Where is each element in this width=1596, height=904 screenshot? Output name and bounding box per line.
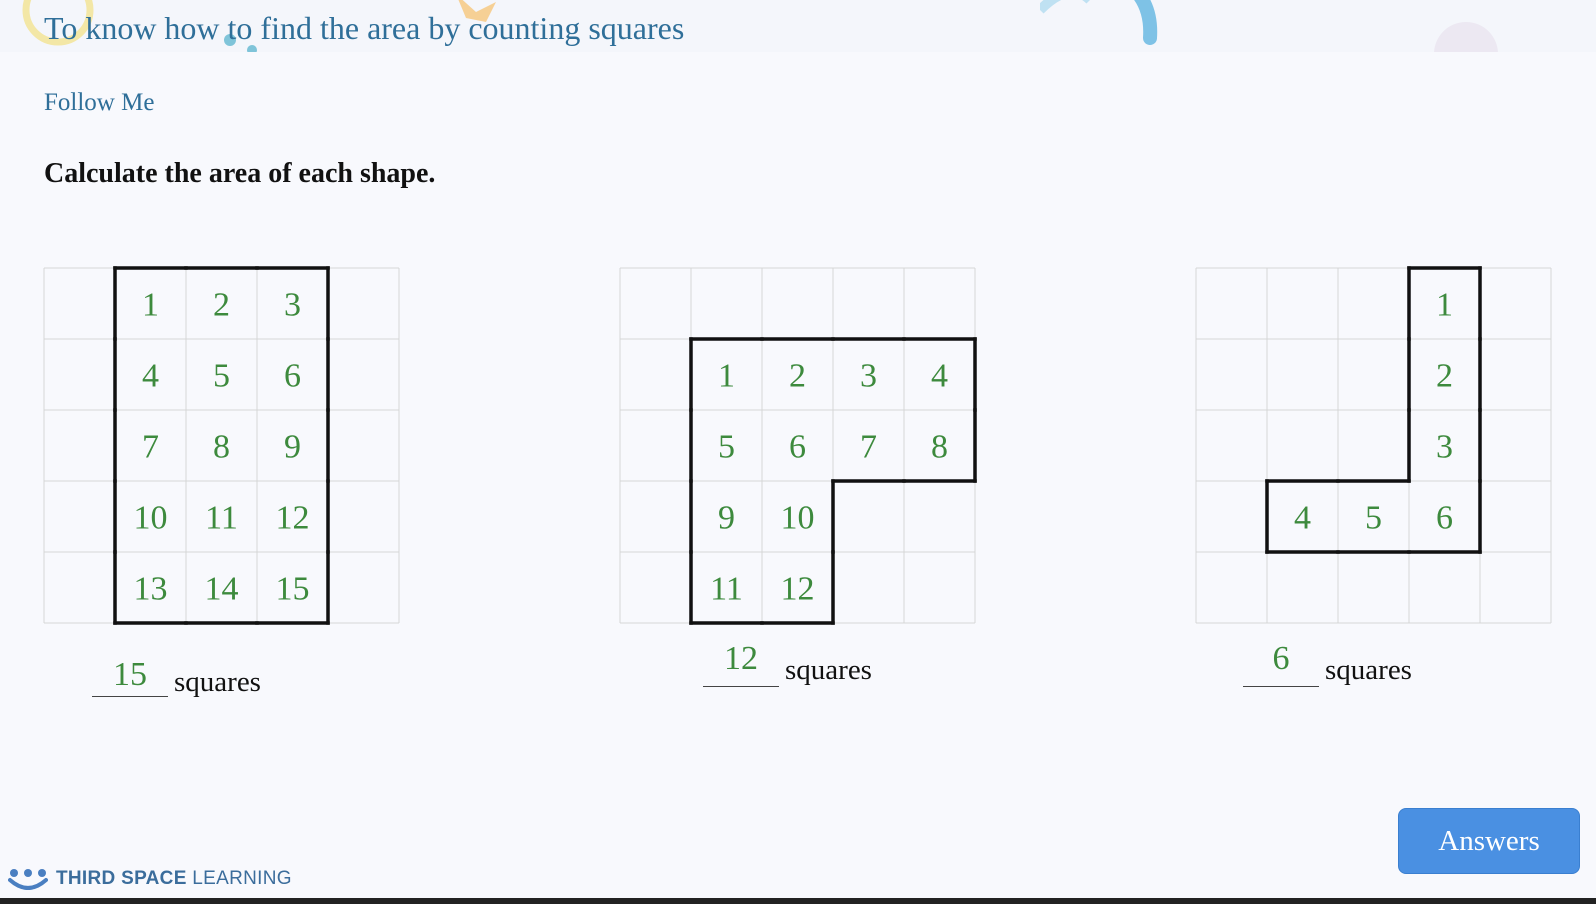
cell-number: 15 bbox=[276, 571, 310, 608]
cell-number: 4 bbox=[931, 358, 948, 395]
answer-row-2: 12 squares bbox=[703, 640, 933, 700]
cell-number: 5 bbox=[213, 358, 230, 395]
page-title: To know how to find the area by counting… bbox=[44, 10, 685, 46]
answer-row-3: 6 squares bbox=[1243, 640, 1473, 700]
cell-number: 11 bbox=[205, 500, 238, 537]
instruction-text: Calculate the area of each shape. bbox=[44, 158, 436, 189]
cell-number: 7 bbox=[142, 429, 159, 466]
cell-number: 1 bbox=[718, 358, 735, 395]
cell-number: 13 bbox=[134, 571, 168, 608]
cell-number: 9 bbox=[284, 429, 301, 466]
answer-blank bbox=[92, 696, 168, 697]
decorative-star-icon bbox=[458, 0, 496, 22]
brand-strong: THIRD SPACE bbox=[56, 868, 187, 889]
decorative-ball-icon bbox=[1434, 22, 1498, 52]
answer-unit: squares bbox=[1325, 654, 1412, 686]
cell-number: 8 bbox=[213, 429, 230, 466]
cell-number: 12 bbox=[276, 500, 310, 537]
answer-blank bbox=[703, 686, 779, 687]
cell-number: 4 bbox=[142, 358, 159, 395]
cell-number: 2 bbox=[213, 287, 230, 324]
cell-number: 12 bbox=[781, 571, 815, 608]
answers-button[interactable]: Answers bbox=[1398, 808, 1580, 874]
decorative-circle-icon bbox=[22, 0, 94, 46]
cell-number: 6 bbox=[1436, 500, 1453, 537]
cell-number: 6 bbox=[284, 358, 301, 395]
answer-value: 12 bbox=[724, 640, 758, 677]
decorative-arc-icon bbox=[1040, 0, 1158, 45]
cell-number: 8 bbox=[931, 429, 948, 466]
cell-number: 1 bbox=[142, 287, 159, 324]
cell-number: 7 bbox=[860, 429, 877, 466]
cell-number: 3 bbox=[284, 287, 301, 324]
shape-grid-3: 1 2 3 4 5 6 bbox=[1195, 266, 1552, 624]
third-space-logo-icon bbox=[8, 869, 48, 890]
answer-blank bbox=[1243, 686, 1319, 687]
header-bar: To know how to find the area by counting… bbox=[0, 0, 1596, 52]
decorative-dots-icon bbox=[224, 34, 257, 52]
answer-unit: squares bbox=[785, 654, 872, 686]
cell-number: 3 bbox=[1436, 429, 1453, 466]
answer-value: 6 bbox=[1272, 640, 1290, 677]
cell-number: 1 bbox=[1436, 287, 1453, 324]
cell-number: 3 bbox=[860, 358, 877, 395]
brand-light: LEARNING bbox=[192, 868, 292, 889]
answer-value: 15 bbox=[113, 656, 147, 693]
answer-row-1: 15 squares bbox=[92, 652, 322, 712]
cell-number: 5 bbox=[1365, 500, 1382, 537]
section-label: Follow Me bbox=[44, 89, 155, 116]
answer-unit: squares bbox=[174, 666, 261, 698]
cell-number: 11 bbox=[710, 571, 743, 608]
cell-number: 9 bbox=[718, 500, 735, 537]
cell-number: 10 bbox=[134, 500, 168, 537]
cell-number: 10 bbox=[781, 500, 815, 537]
brand-text: THIRD SPACE LEARNING bbox=[56, 868, 292, 890]
cell-number: 2 bbox=[1436, 358, 1453, 395]
bottom-rule bbox=[0, 898, 1596, 904]
cell-number: 6 bbox=[789, 429, 806, 466]
brand-logo: THIRD SPACE LEARNING bbox=[8, 868, 292, 890]
cell-number: 4 bbox=[1294, 500, 1311, 537]
cell-number: 2 bbox=[789, 358, 806, 395]
cell-number: 5 bbox=[718, 429, 735, 466]
cell-number: 14 bbox=[205, 571, 239, 608]
